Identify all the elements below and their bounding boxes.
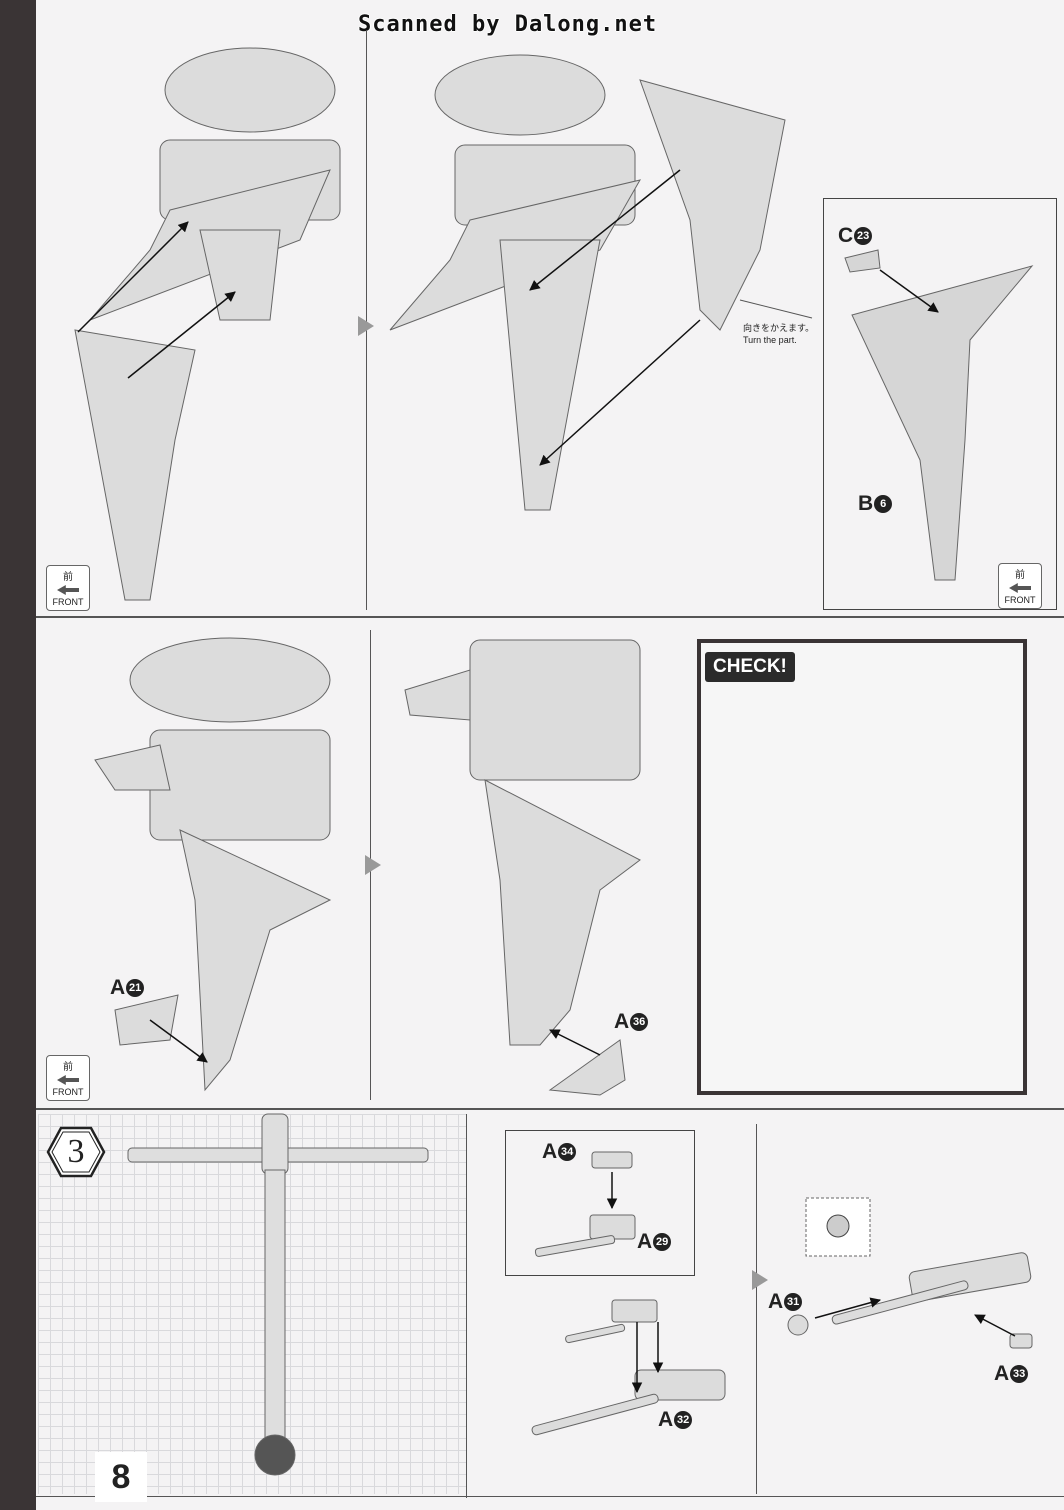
- page-number: 8: [95, 1452, 147, 1502]
- turn-part-note: 向きをかえます。 Turn the part.: [743, 323, 815, 345]
- step-arrow-3: [752, 1270, 768, 1290]
- cannon-detail-circle: [826, 1214, 850, 1238]
- divider-col3: [466, 1114, 467, 1498]
- step-number: 3: [67, 1133, 85, 1170]
- page-edge-left: [0, 0, 36, 1510]
- step-arrow-2: [365, 855, 381, 875]
- frame-rule-bottom: [36, 1496, 1064, 1497]
- ship-hull-illustration-1: [74, 47, 341, 601]
- detail-panel-c23-b6: [823, 198, 1057, 610]
- ship-hull-illustration-2: [389, 54, 786, 511]
- check-label: CHECK!: [705, 652, 795, 682]
- step-arrow-1: [358, 316, 374, 336]
- scan-credit: Scanned by Dalong.net: [358, 12, 658, 37]
- cannon-parts-illustration: [531, 1151, 1033, 1436]
- divider-row2: [36, 1108, 1064, 1110]
- detail-panel-a34-a29: [505, 1130, 695, 1276]
- divider-col4: [756, 1124, 757, 1494]
- ship-assembly-illustration-3: [94, 637, 332, 1092]
- step3-grid-background: [38, 1114, 466, 1494]
- divider-row1: [36, 616, 1064, 618]
- ship-assembly-illustration-4: [404, 639, 641, 1096]
- check-panel: [697, 639, 1027, 1095]
- step-number-badge: 3: [46, 1126, 106, 1178]
- step3-ship-top-view: [127, 1113, 429, 1476]
- wing-part-b6-illustration: [844, 249, 1034, 581]
- hexagon-icon: [46, 1126, 106, 1178]
